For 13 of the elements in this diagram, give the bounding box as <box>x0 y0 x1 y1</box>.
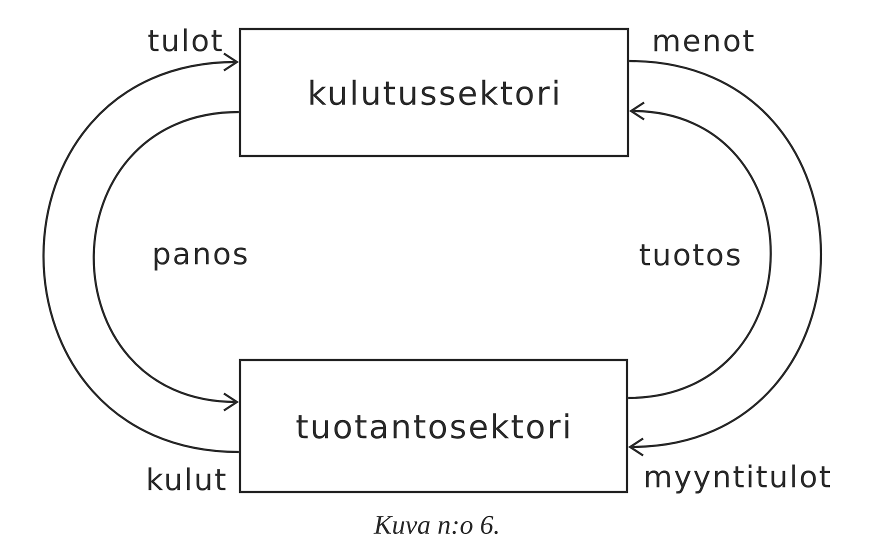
edge-label: tuotos <box>638 243 742 267</box>
caption: Kuva n:o 6. <box>374 516 498 534</box>
flow-label: myyntitulot <box>646 464 830 494</box>
flow-label: kulut <box>148 467 226 491</box>
process-box: kulutussektori <box>238 28 630 158</box>
curved-arrow <box>628 60 822 456</box>
flow-label: menot <box>654 30 754 52</box>
curved-arrow <box>42 52 240 454</box>
curved-arrow <box>628 102 772 400</box>
flow-label: tulot <box>148 28 222 52</box>
edge-label: panos <box>150 246 250 272</box>
process-box: tuotantosektori <box>238 358 628 494</box>
curved-arrow <box>92 110 240 412</box>
